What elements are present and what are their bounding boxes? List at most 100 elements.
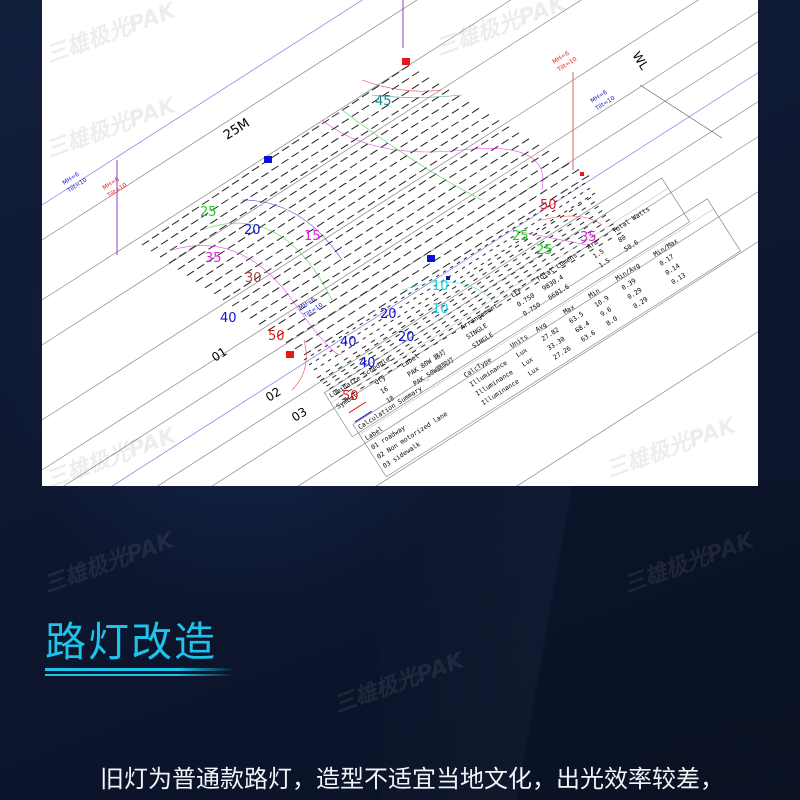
grid-point	[191, 206, 200, 212]
grid-point	[423, 332, 428, 336]
grid-point	[360, 290, 368, 297]
grid-point	[214, 276, 223, 282]
grid-point	[414, 337, 419, 342]
grid-point	[321, 131, 329, 138]
grid-point	[426, 335, 432, 339]
grid-point	[478, 191, 487, 197]
grid-point	[479, 178, 487, 184]
grid-point	[590, 234, 596, 238]
grid-point	[398, 180, 407, 186]
contour-label: 40	[340, 335, 357, 350]
grid-point	[258, 223, 266, 229]
grid-point	[540, 208, 544, 212]
grid-point	[586, 187, 591, 191]
road-edge-line	[211, 136, 758, 486]
grid-point	[377, 345, 382, 349]
grid-point	[473, 267, 478, 270]
grid-point	[448, 327, 453, 332]
grid-point	[581, 207, 586, 211]
grid-point	[545, 230, 550, 235]
grid-point	[359, 371, 365, 376]
grid-point	[437, 205, 445, 211]
grid-point	[360, 143, 369, 149]
grid-point	[461, 266, 466, 270]
grid-point	[310, 164, 318, 170]
grid-point	[188, 244, 197, 251]
lane-label-01: 01	[209, 345, 229, 365]
grid-point	[301, 145, 309, 151]
contour-label: 35	[205, 251, 222, 266]
grid-point	[561, 162, 570, 169]
grid-point	[318, 195, 327, 202]
grid-point	[471, 290, 476, 295]
road-edge-line	[375, 241, 758, 486]
grid-point	[337, 208, 345, 214]
grid-point	[501, 126, 510, 132]
grid-point	[452, 302, 458, 306]
road-edge-line	[297, 191, 758, 486]
grid-point	[456, 217, 465, 223]
grid-point	[474, 242, 483, 248]
grid-point	[512, 258, 518, 262]
grid-point	[313, 367, 318, 371]
grid-point	[552, 238, 558, 243]
grid-point	[373, 258, 381, 264]
grid-point	[269, 191, 278, 197]
grid-point	[464, 249, 472, 255]
grid-point	[417, 205, 425, 212]
grid-point	[415, 353, 420, 357]
grid-point	[341, 383, 346, 387]
grid-point	[560, 195, 565, 199]
grid-point	[299, 305, 307, 311]
grid-point	[550, 182, 558, 188]
grid-point	[505, 230, 509, 234]
grid-point	[440, 279, 445, 283]
grid-point	[305, 241, 314, 247]
grid-point	[543, 244, 549, 249]
grid-point	[332, 374, 337, 379]
grid-point	[505, 281, 510, 285]
grid-point	[411, 349, 417, 354]
grid-point	[344, 240, 353, 246]
wl-label: WL	[629, 49, 651, 72]
grid-point	[477, 248, 482, 252]
grid-point	[456, 261, 461, 265]
grid-point	[373, 313, 377, 317]
grid-point	[433, 283, 438, 287]
grid-point	[303, 357, 308, 361]
grid-point	[487, 292, 492, 296]
grid-point	[480, 262, 485, 266]
grid-point	[371, 85, 380, 91]
grid-point	[503, 264, 509, 268]
grid-point	[253, 274, 262, 281]
grid-point	[380, 309, 384, 313]
grid-point	[571, 168, 580, 175]
grid-point	[274, 261, 283, 267]
grid-point	[540, 176, 549, 182]
grid-point	[447, 198, 456, 204]
grid-point	[420, 344, 426, 348]
grid-point	[457, 204, 465, 210]
road-edge-line	[111, 72, 758, 486]
grid-point	[554, 224, 559, 229]
grid-point	[391, 270, 400, 276]
grid-point	[343, 252, 352, 259]
grid-point	[251, 300, 259, 306]
grid-point	[380, 142, 388, 149]
grid-point	[311, 138, 319, 144]
grid-point	[307, 215, 315, 221]
grid-point	[401, 77, 410, 84]
grid-point	[332, 388, 337, 393]
grid-point	[368, 366, 374, 370]
grid-point	[399, 352, 404, 356]
grid-point	[317, 348, 322, 352]
grid-point	[348, 345, 353, 349]
grid-point	[357, 332, 361, 335]
grid-point	[476, 216, 485, 223]
grid-point	[358, 303, 367, 309]
grid-point	[169, 245, 178, 251]
grid-point	[341, 350, 346, 353]
grid-point	[577, 202, 583, 207]
grid-point	[359, 169, 367, 175]
grid-point	[269, 312, 277, 319]
